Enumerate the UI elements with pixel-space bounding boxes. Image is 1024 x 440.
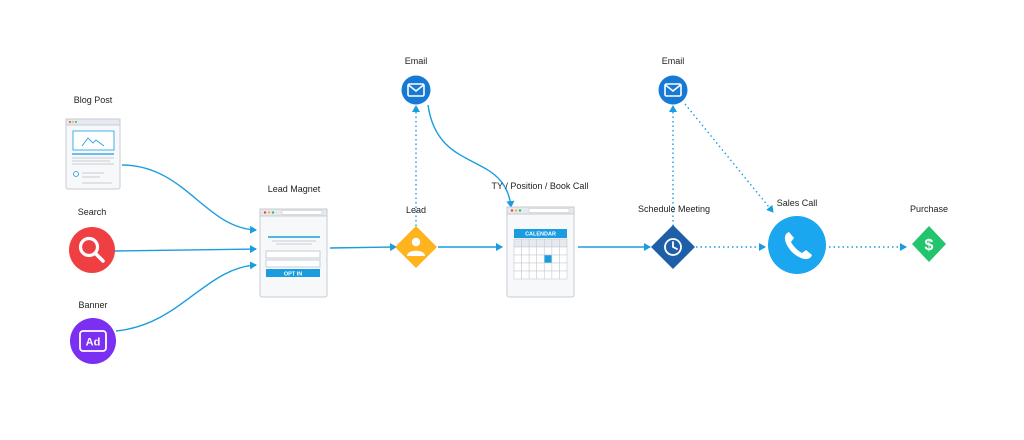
calendar-cell bbox=[513, 246, 522, 256]
calendar-cell bbox=[536, 246, 545, 256]
search-label: Search bbox=[77, 207, 107, 217]
calendar-cell bbox=[543, 254, 553, 264]
connector-search-to-lead-magnet bbox=[113, 245, 257, 254]
calendar-cell bbox=[551, 270, 560, 280]
connector-lead-magnet-to-lead bbox=[329, 243, 397, 252]
calendar-cell bbox=[513, 238, 522, 248]
calendar-cell bbox=[521, 270, 530, 280]
calendar-cell bbox=[528, 270, 538, 280]
calendar-cell bbox=[543, 246, 553, 256]
sales-call-label: Sales Call bbox=[776, 198, 818, 208]
envelope-icon bbox=[401, 75, 431, 105]
connector-email-to-ty-page bbox=[427, 104, 515, 208]
calendar-cell bbox=[536, 254, 545, 264]
calendar-cell bbox=[528, 254, 538, 264]
calendar-page-icon: CALENDAR bbox=[506, 206, 575, 298]
optin-button-label: OPT IN bbox=[284, 271, 302, 277]
calendar-cell bbox=[513, 254, 522, 264]
magnifier-icon bbox=[69, 227, 115, 273]
calendar-cell bbox=[528, 246, 538, 256]
calendar-cell bbox=[543, 238, 553, 248]
calendar-cell bbox=[528, 238, 538, 248]
calendar-cell bbox=[521, 254, 530, 264]
calendar-cell bbox=[559, 246, 568, 256]
connector-banner-to-lead-magnet bbox=[115, 261, 257, 332]
calendar-cell bbox=[551, 262, 560, 272]
optin-button bbox=[266, 269, 320, 277]
calendar-cell bbox=[521, 246, 530, 256]
calendar-cell bbox=[536, 238, 545, 248]
calendar-cell bbox=[551, 246, 560, 256]
ad-icon: Ad bbox=[70, 318, 116, 364]
calendar-cell bbox=[559, 254, 568, 264]
calendar-cell bbox=[551, 238, 560, 248]
calendar-cell bbox=[559, 238, 568, 248]
calendar-cell bbox=[559, 262, 568, 272]
banner-badge: Ad bbox=[86, 337, 101, 349]
calendar-cell bbox=[513, 270, 522, 280]
calendar-cell bbox=[551, 254, 560, 264]
blog-page-icon bbox=[65, 118, 121, 190]
connectors bbox=[113, 104, 651, 332]
banner-label: Banner bbox=[78, 300, 108, 310]
envelope-icon bbox=[658, 75, 688, 105]
lead-label: Lead bbox=[405, 205, 427, 215]
clock-icon bbox=[651, 225, 695, 269]
email-2-label: Email bbox=[661, 56, 685, 66]
calendar-cell bbox=[521, 238, 530, 248]
ty-page-label: TY / Position / Book Call bbox=[491, 181, 589, 191]
dotted-connectors bbox=[412, 103, 907, 251]
calendar-cell bbox=[543, 262, 553, 272]
calendar-grid bbox=[513, 238, 568, 280]
calendar-header: CALENDAR bbox=[525, 232, 556, 238]
calendar-cell bbox=[513, 262, 522, 272]
calendar-cell bbox=[559, 270, 568, 280]
calendar-cell bbox=[521, 262, 530, 272]
svg-text:$: $ bbox=[925, 237, 934, 254]
calendar-cell bbox=[536, 270, 545, 280]
optin-page-icon: OPT IN bbox=[259, 208, 328, 298]
connector-email-to-sales-call bbox=[684, 103, 774, 213]
dollar-icon: $ bbox=[912, 226, 946, 262]
calendar-cell bbox=[528, 262, 538, 272]
schedule-meeting-label: Schedule Meeting bbox=[637, 204, 711, 214]
connector-blog-to-lead-magnet bbox=[121, 164, 257, 234]
email-1-label: Email bbox=[404, 56, 428, 66]
blog-post-label: Blog Post bbox=[73, 95, 113, 105]
purchase-label: Purchase bbox=[909, 204, 949, 214]
calendar-cell bbox=[536, 262, 545, 272]
calendar-cell bbox=[543, 270, 553, 280]
person-icon bbox=[395, 226, 437, 268]
phone-icon bbox=[768, 216, 826, 274]
lead-magnet-label: Lead Magnet bbox=[267, 184, 321, 194]
